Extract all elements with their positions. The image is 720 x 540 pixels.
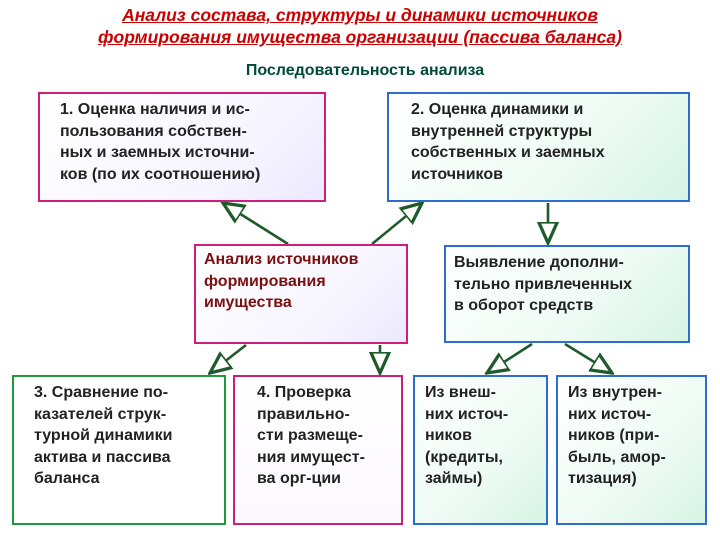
step-4-line: 4. Проверка: [257, 384, 352, 401]
internal-line: тизация): [568, 470, 637, 487]
page-title: Анализ состава, структуры и динамики ист…: [0, 4, 720, 48]
step-2-line: внутренней структуры: [411, 122, 593, 140]
center-line: формирования: [204, 272, 326, 290]
step-3-line: баланса: [34, 470, 100, 487]
step-1-line: ков (по их соотношению): [60, 165, 261, 183]
external-sources-box: Из внеш- них источ- ников (кредиты, займ…: [413, 375, 548, 525]
step-2-line: 2. Оценка динамики и: [411, 101, 584, 118]
external-line: займы): [425, 470, 483, 487]
step-4-line: ния имущест-: [257, 448, 365, 466]
external-line: Из внеш-: [425, 384, 496, 401]
arrow-reveal-to-external: [487, 342, 533, 373]
arrow-center-to-b3: [210, 343, 247, 373]
step-3-box: 3. Сравнение по- казателей струк- турной…: [12, 375, 226, 525]
step-2-line: собственных и заемных: [411, 144, 605, 161]
title-line-1: Анализ состава, структуры и динамики ист…: [122, 5, 598, 25]
step-3-line: казателей струк-: [34, 405, 167, 423]
internal-line: них источ-: [568, 405, 652, 423]
arrow-center-to-b2: [371, 203, 422, 246]
arrow-center-to-b1: [223, 203, 289, 246]
reveal-line: в оборот средств: [454, 297, 594, 314]
arrow-reveal-to-internal: [564, 342, 612, 373]
internal-line: ников (при-: [568, 427, 660, 444]
sequence-subtitle: Последовательность анализа: [245, 62, 485, 79]
external-line: ников: [425, 427, 472, 444]
step-1-box: 1. Оценка наличия и ис- пользования собс…: [38, 92, 326, 202]
step-1-line: ных и заемных источни-: [60, 144, 255, 161]
internal-sources-box: Из внутрен- них источ- ников (при- быль,…: [556, 375, 707, 525]
step-1-line: 1. Оценка наличия и ис-: [60, 101, 250, 118]
internal-line: Из внутрен-: [568, 384, 662, 401]
step-4-line: ва орг-ции: [257, 470, 342, 487]
step-4-line: правильно-: [257, 405, 350, 423]
title-line-2: формирования имущества организации (пасс…: [98, 27, 622, 47]
reveal-funds-box: Выявление дополни- тельно привлеченных в…: [444, 245, 690, 343]
step-4-line: сти размеще-: [257, 427, 363, 444]
center-line: имущества: [204, 294, 292, 311]
step-2-line: источников: [411, 165, 503, 183]
external-line: них источ-: [425, 405, 509, 423]
step-4-box: 4. Проверка правильно- сти размеще- ния …: [233, 375, 403, 525]
step-2-box: 2. Оценка динамики и внутренней структур…: [387, 92, 690, 202]
external-line: (кредиты,: [425, 448, 503, 466]
step-3-line: турной динамики: [34, 427, 173, 444]
reveal-line: Выявление дополни-: [454, 254, 624, 271]
center-line: Анализ источников: [204, 251, 359, 268]
step-1-line: пользования собствен-: [60, 122, 247, 140]
step-3-line: актива и пассива: [34, 448, 171, 466]
reveal-line: тельно привлеченных: [454, 275, 633, 293]
internal-line: быль, амор-: [568, 448, 666, 466]
center-analysis-box: Анализ источников формирования имущества: [194, 244, 408, 344]
step-3-line: 3. Сравнение по-: [34, 384, 169, 401]
